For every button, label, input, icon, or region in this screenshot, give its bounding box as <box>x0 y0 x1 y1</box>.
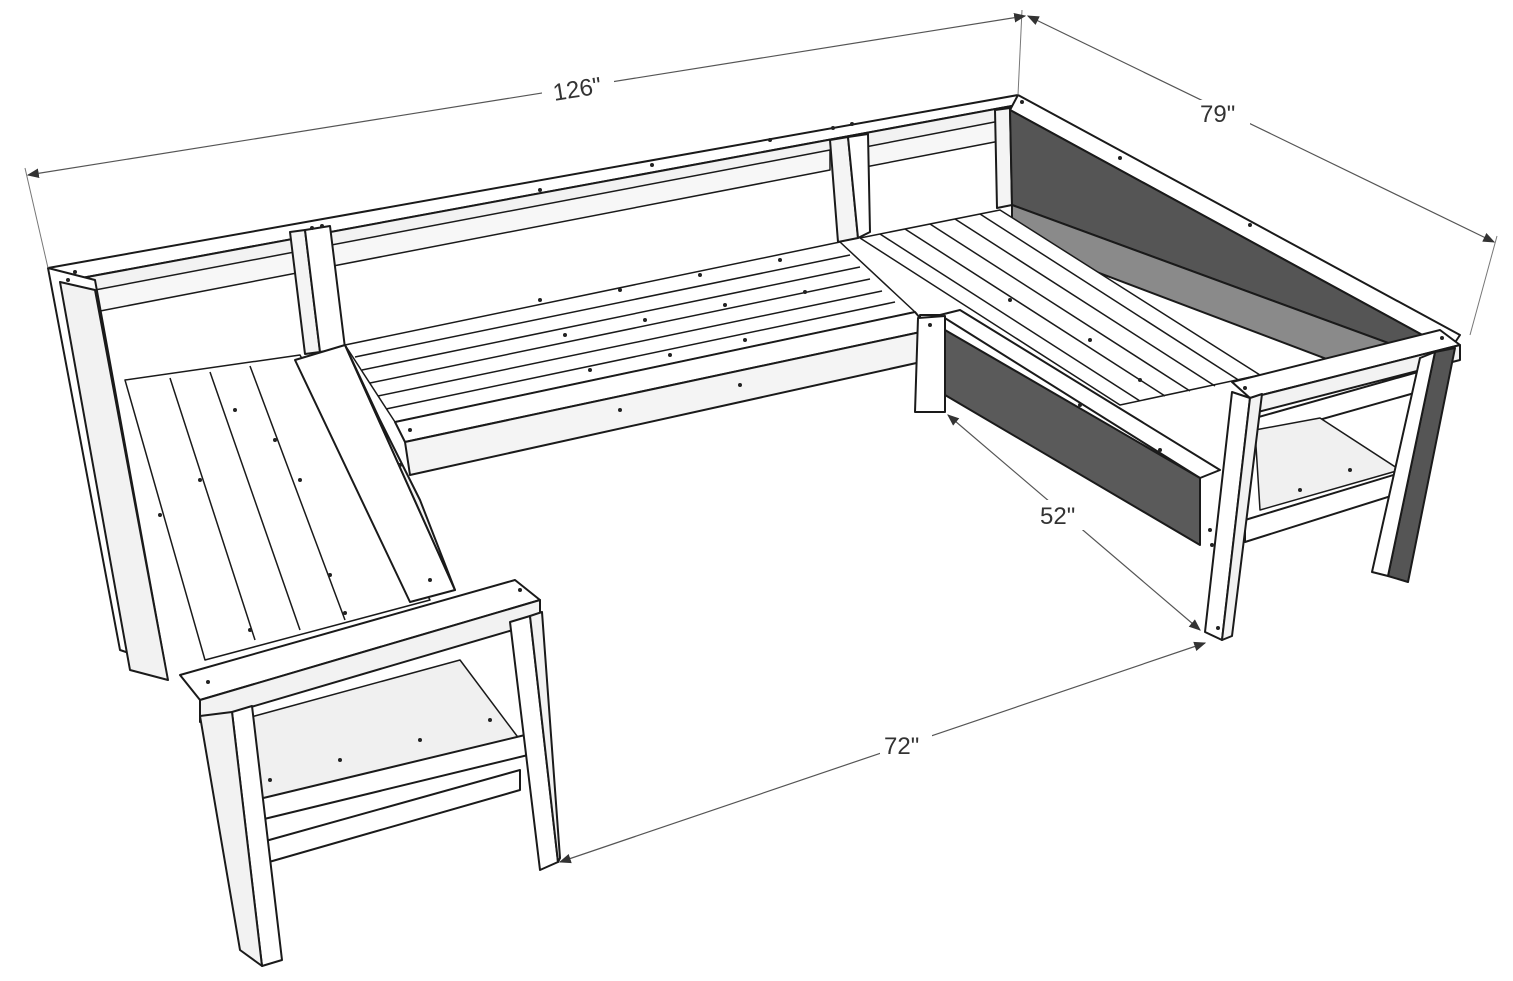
dim-label-79: 79" <box>1200 101 1235 128</box>
dimension-overall-depth: 79" <box>1026 15 1498 336</box>
dim-label-52: 52" <box>1040 503 1075 530</box>
dimension-overall-length: 126" <box>24 9 1027 269</box>
center-sofa-section <box>344 241 946 476</box>
dim-label-72: 72" <box>884 733 919 760</box>
dimension-inner-width: 72" <box>558 641 1207 864</box>
right-sofa-section <box>859 94 1461 641</box>
left-sofa-section <box>47 267 561 967</box>
dimension-inner-depth: 52" <box>947 414 1201 631</box>
